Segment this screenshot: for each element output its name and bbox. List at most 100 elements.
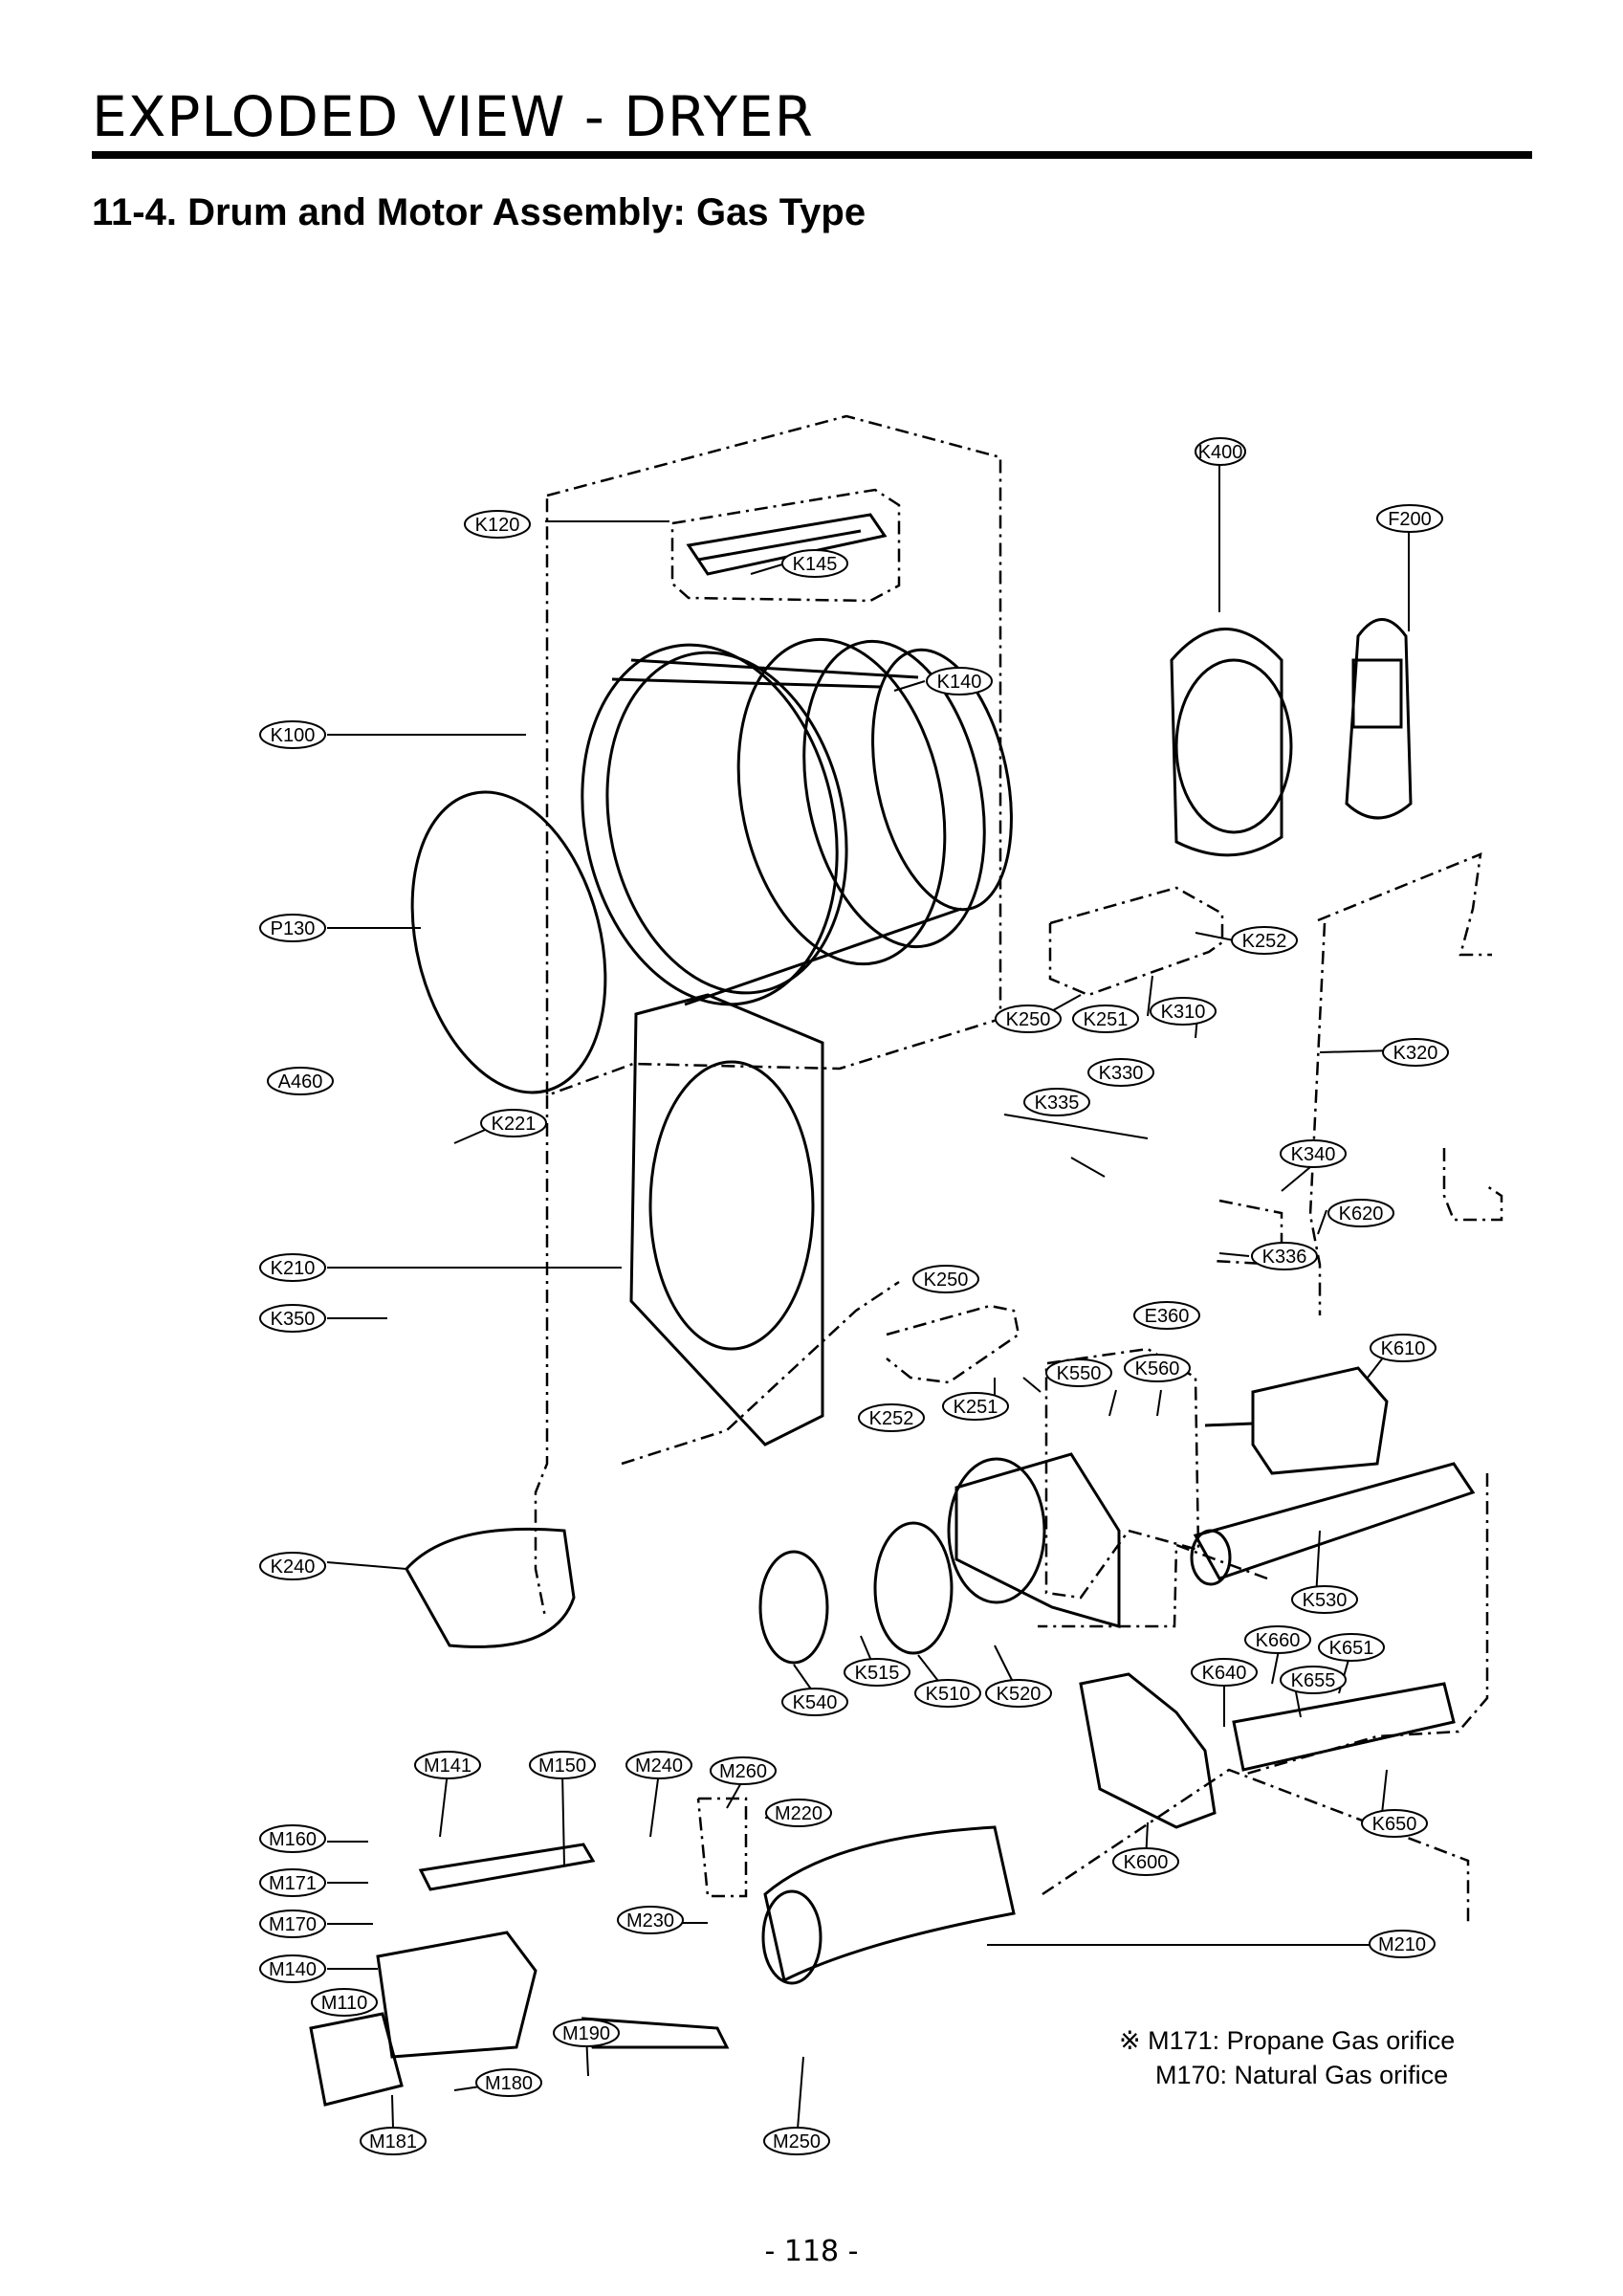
callout-bubble — [1369, 1930, 1436, 1958]
callout-bubble — [763, 2127, 830, 2155]
callout-K350: K350 — [271, 1309, 316, 1330]
callout-bubble — [1251, 1242, 1318, 1270]
callout-bubble — [475, 2068, 542, 2097]
callout-bubble — [1318, 1633, 1385, 1662]
callout-bubble — [995, 1004, 1062, 1033]
callout-bubble — [617, 1906, 684, 1934]
callout-K600: K600 — [1124, 1852, 1169, 1873]
callout-K100: K100 — [271, 725, 316, 746]
section-heading: 11-4. Drum and Motor Assembly: Gas Type — [92, 191, 866, 233]
callout-K240: K240 — [271, 1556, 316, 1578]
callout-K120: K120 — [475, 515, 520, 536]
drum-boundary — [545, 414, 1002, 1097]
page-number: - 118 - — [764, 2235, 859, 2268]
callout-bubble — [259, 1304, 326, 1333]
callout-K340: K340 — [1291, 1144, 1336, 1165]
callout-M220: M220 — [775, 1803, 822, 1824]
callout-M150: M150 — [538, 1755, 586, 1777]
callout-bubble — [360, 2127, 427, 2155]
callout-bubble — [259, 1253, 326, 1282]
callout-bubble — [259, 1868, 326, 1897]
sensor-boundary — [1212, 1199, 1283, 1267]
callout-K251: K251 — [1084, 1009, 1129, 1030]
callout-K250: K250 — [1006, 1009, 1051, 1030]
callout-M181: M181 — [369, 2131, 417, 2152]
callout-F200: F200 — [1388, 509, 1432, 530]
callout-bubble — [259, 1824, 326, 1853]
bearing-mid-boundary — [886, 1304, 1020, 1384]
callout-bubble — [259, 914, 326, 942]
callout-M250: M250 — [773, 2131, 821, 2152]
callout-K540: K540 — [793, 1692, 838, 1713]
callout-bubble — [259, 720, 326, 749]
callout-K660: K660 — [1256, 1630, 1301, 1651]
callout-A460: A460 — [278, 1071, 323, 1093]
callout-K400: K400 — [1198, 442, 1243, 463]
callout-K145: K145 — [793, 554, 838, 575]
callout-M160: M160 — [269, 1829, 317, 1850]
callout-bubble — [926, 667, 993, 695]
orifice-notes: ※ M171: Propane Gas orifice M170: Natura… — [1119, 2023, 1455, 2092]
callout-bubble — [1327, 1199, 1394, 1227]
callout-K210: K210 — [271, 1258, 316, 1279]
callout-bubble — [625, 1751, 692, 1779]
callout-bubble — [781, 549, 848, 578]
callout-K530: K530 — [1303, 1590, 1348, 1611]
callout-K520: K520 — [997, 1684, 1042, 1705]
callout-M141: M141 — [424, 1755, 472, 1777]
callout-bubble — [1045, 1358, 1112, 1387]
callout-bubble — [844, 1658, 910, 1687]
callout-K655: K655 — [1291, 1670, 1336, 1691]
callout-K620: K620 — [1339, 1203, 1384, 1225]
callout-M190: M190 — [562, 2023, 610, 2044]
page-title: EXPLODED VIEW - DRYER — [92, 84, 814, 149]
callout-K550: K550 — [1057, 1363, 1102, 1384]
callout-bubble — [1023, 1088, 1090, 1116]
callout-bubble — [1370, 1334, 1437, 1362]
blower-boundary — [1044, 1347, 1200, 1600]
bearing-top-boundary — [1048, 886, 1224, 997]
callout-M240: M240 — [635, 1755, 683, 1777]
gas-valve-boundary — [696, 1797, 748, 1898]
blower-lower-boundary — [1038, 1543, 1268, 1628]
callout-bubble — [259, 1954, 326, 1983]
callout-bubble — [1291, 1585, 1358, 1614]
callout-bubble — [1376, 504, 1443, 533]
callout-K650: K650 — [1372, 1814, 1417, 1835]
callout-K310: K310 — [1161, 1002, 1206, 1023]
callout-bubble — [1124, 1354, 1191, 1382]
base-run-boundary — [1242, 1473, 1489, 1777]
callout-M171: M171 — [269, 1873, 317, 1894]
callout-M260: M260 — [719, 1761, 767, 1782]
callout-bubble — [985, 1679, 1052, 1708]
callout-K320: K320 — [1393, 1043, 1438, 1064]
callout-bubble — [1382, 1038, 1449, 1067]
callout-bubble — [553, 2019, 620, 2047]
callout-bubble — [1112, 1847, 1179, 1876]
callout-bubble — [259, 1552, 326, 1580]
callout-K140: K140 — [937, 672, 982, 693]
title-rule — [92, 151, 1532, 159]
callout-K221: K221 — [492, 1114, 537, 1135]
callout-bubble — [781, 1688, 848, 1716]
callout-bubble — [1195, 437, 1246, 466]
callout-bubble — [1280, 1666, 1347, 1694]
duct-boundary — [1042, 1768, 1470, 1923]
callout-bubble — [710, 1756, 777, 1785]
front-bulkhead-boundary — [1317, 852, 1492, 957]
motor-run-boundary — [1442, 1148, 1503, 1222]
callout-K252-mid: K252 — [869, 1408, 914, 1429]
callout-bubble — [1361, 1809, 1428, 1838]
callout-K330: K330 — [1099, 1063, 1144, 1084]
callout-bubble — [529, 1751, 596, 1779]
callout-K510: K510 — [926, 1684, 971, 1705]
callout-bubble — [1231, 926, 1298, 955]
note-propane: ※ M171: Propane Gas orifice — [1119, 2026, 1456, 2055]
callout-K651: K651 — [1329, 1638, 1374, 1659]
left-run-boundary — [534, 1095, 549, 1618]
callout-bubble — [267, 1067, 334, 1095]
right-lead-boundary — [1308, 922, 1327, 1315]
callout-bubble — [1150, 997, 1217, 1026]
callout-bubble — [912, 1265, 979, 1293]
